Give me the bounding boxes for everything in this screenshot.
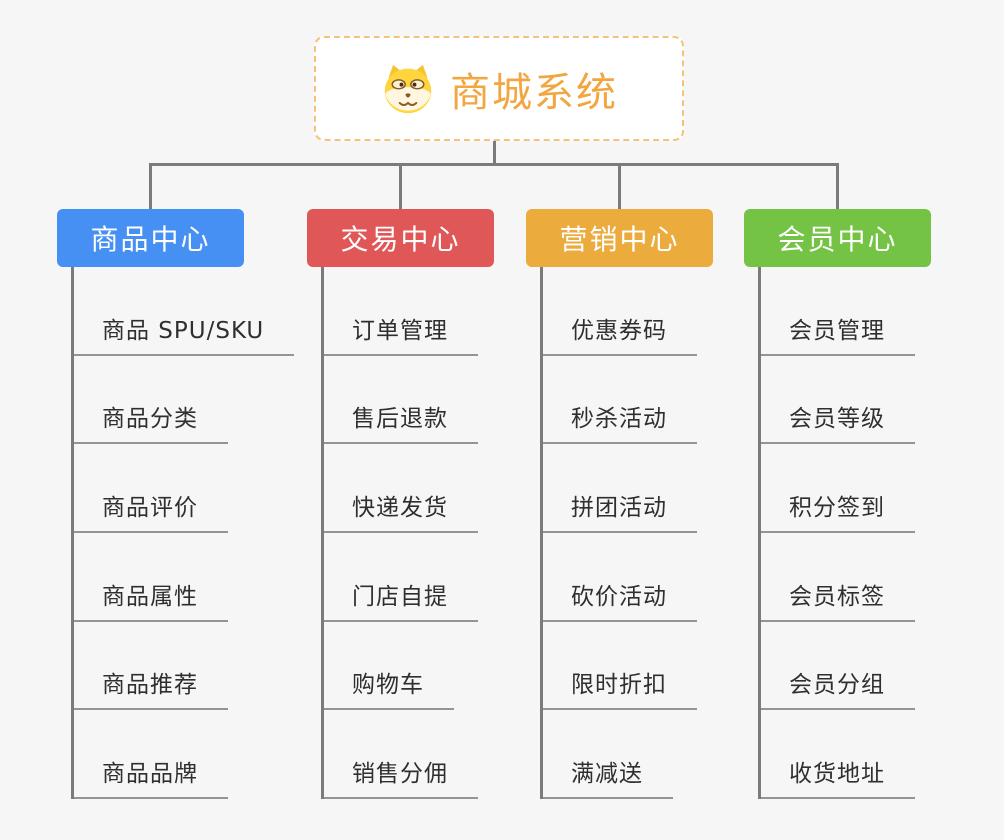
leaf-column-trade-center: 订单管理 售后退款 快递发货 门店自提 购物车 销售分佣 bbox=[321, 267, 478, 800]
leaf-cell: 优惠券码 bbox=[543, 267, 697, 356]
leaf-node[interactable]: 秒杀活动 bbox=[543, 399, 697, 445]
leaf-node[interactable]: 销售分佣 bbox=[324, 754, 478, 800]
leaf-cell: 购物车 bbox=[324, 622, 478, 711]
connector-drop-marketing bbox=[618, 165, 621, 210]
leaf-cell: 商品推荐 bbox=[74, 622, 294, 711]
leaf-node[interactable]: 售后退款 bbox=[324, 399, 478, 445]
branch-node-trade-center[interactable]: 交易中心 bbox=[307, 209, 494, 267]
leaf-cell: 会员分组 bbox=[761, 622, 915, 711]
leaf-node[interactable]: 满减送 bbox=[543, 754, 673, 800]
leaf-node[interactable]: 商品属性 bbox=[74, 577, 228, 622]
leaf-cell: 会员等级 bbox=[761, 356, 915, 445]
root-node-mall-system[interactable]: 商城系统 bbox=[314, 36, 684, 141]
leaf-node[interactable]: 快递发货 bbox=[324, 488, 478, 534]
leaf-node[interactable]: 会员管理 bbox=[761, 311, 915, 356]
leaf-cell: 订单管理 bbox=[324, 267, 478, 356]
leaf-node[interactable]: 会员分组 bbox=[761, 665, 915, 711]
leaf-cell: 积分签到 bbox=[761, 444, 915, 534]
leaf-cell: 商品评价 bbox=[74, 444, 294, 534]
leaf-node[interactable]: 商品分类 bbox=[74, 399, 228, 445]
dog-face-icon bbox=[380, 63, 436, 115]
root-title: 商城系统 bbox=[450, 69, 618, 116]
leaf-cell: 商品属性 bbox=[74, 533, 294, 622]
connector-drop-product bbox=[149, 165, 152, 210]
leaf-node[interactable]: 砍价活动 bbox=[543, 577, 697, 622]
leaf-cell: 限时折扣 bbox=[543, 622, 697, 711]
leaf-cell: 秒杀活动 bbox=[543, 356, 697, 445]
leaf-node[interactable]: 限时折扣 bbox=[543, 665, 697, 711]
leaf-cell: 商品分类 bbox=[74, 356, 294, 445]
leaf-node[interactable]: 积分签到 bbox=[761, 488, 915, 534]
connector-root-vertical bbox=[493, 141, 496, 164]
leaf-node[interactable]: 购物车 bbox=[324, 665, 454, 711]
leaf-node[interactable]: 拼团活动 bbox=[543, 488, 697, 534]
leaf-cell: 快递发货 bbox=[324, 444, 478, 534]
leaf-node[interactable]: 订单管理 bbox=[324, 311, 478, 356]
leaf-node[interactable]: 商品评价 bbox=[74, 488, 228, 534]
leaf-node[interactable]: 商品推荐 bbox=[74, 665, 228, 711]
leaf-column-product-center: 商品 SPU/SKU 商品分类 商品评价 商品属性 商品推荐 商品品牌 bbox=[71, 267, 295, 800]
leaf-node[interactable]: 会员等级 bbox=[761, 399, 915, 445]
leaf-cell: 会员管理 bbox=[761, 267, 915, 356]
leaf-cell: 门店自提 bbox=[324, 533, 478, 622]
leaf-node[interactable]: 商品品牌 bbox=[74, 754, 228, 800]
leaf-node[interactable]: 会员标签 bbox=[761, 577, 915, 622]
leaf-column-marketing-center: 优惠券码 秒杀活动 拼团活动 砍价活动 限时折扣 满减送 bbox=[540, 267, 697, 800]
branch-node-product-center[interactable]: 商品中心 bbox=[57, 209, 244, 267]
leaf-node[interactable]: 优惠券码 bbox=[543, 311, 697, 356]
connector-drop-member bbox=[836, 165, 839, 210]
leaf-cell: 售后退款 bbox=[324, 356, 478, 445]
connector-horizontal-bus bbox=[149, 163, 839, 166]
leaf-cell: 满减送 bbox=[543, 710, 697, 800]
leaf-cell: 商品品牌 bbox=[74, 710, 294, 800]
branch-node-member-center[interactable]: 会员中心 bbox=[744, 209, 931, 267]
leaf-node[interactable]: 门店自提 bbox=[324, 577, 478, 622]
leaf-node[interactable]: 商品 SPU/SKU bbox=[74, 311, 295, 356]
leaf-column-member-center: 会员管理 会员等级 积分签到 会员标签 会员分组 收货地址 bbox=[758, 267, 915, 800]
branch-node-marketing-center[interactable]: 营销中心 bbox=[526, 209, 713, 267]
leaf-cell: 拼团活动 bbox=[543, 444, 697, 534]
leaf-cell: 收货地址 bbox=[761, 710, 915, 800]
leaf-cell: 砍价活动 bbox=[543, 533, 697, 622]
leaf-cell: 会员标签 bbox=[761, 533, 915, 622]
connector-drop-trade bbox=[399, 165, 402, 210]
leaf-cell: 销售分佣 bbox=[324, 710, 478, 800]
leaf-cell: 商品 SPU/SKU bbox=[74, 267, 295, 356]
leaf-node[interactable]: 收货地址 bbox=[761, 754, 915, 800]
